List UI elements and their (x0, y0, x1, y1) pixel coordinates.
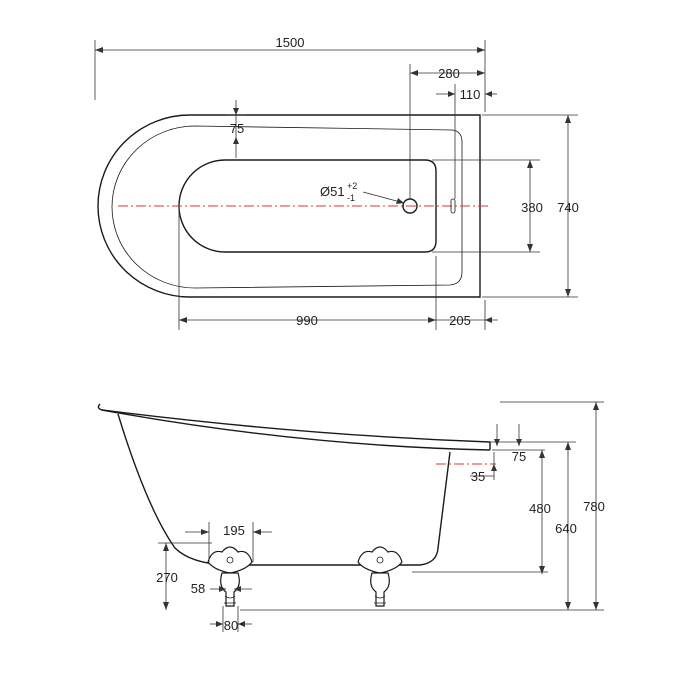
claw-foot-left (207, 546, 253, 607)
dim-depth: 480 (529, 501, 551, 516)
foot-left-top (207, 546, 253, 574)
dim-overflow-drop: 35 (471, 469, 485, 484)
claw-foot-right (357, 546, 403, 607)
dim-overall-length: 1500 (276, 35, 305, 50)
overflow-slot (450, 198, 456, 214)
dim-foot-base-offset: 58 (191, 581, 205, 596)
dim-inner-length: 990 (296, 313, 318, 328)
dim-rim-width: 75 (230, 121, 244, 136)
dim-foot-height: 270 (156, 570, 178, 585)
dim-waste-tol-plus: +2 (347, 181, 357, 191)
top-outer-outline (97, 114, 481, 298)
top-view (97, 114, 488, 298)
side-rim-bottom (101, 409, 491, 451)
dim-foot-spacing: 195 (223, 523, 245, 538)
side-view (97, 403, 496, 566)
foot-right-body (370, 572, 390, 607)
top-view-dimensions: 1500 280 110 75 Ø51 +2 -1 380 (94, 35, 579, 330)
dim-end-offset: 205 (449, 313, 471, 328)
dim-foot-width: 80 (224, 618, 238, 633)
side-view-dimensions: 75 35 480 640 780 195 (156, 401, 605, 633)
foot-left-body (220, 572, 240, 607)
dim-waste-offset: 280 (438, 66, 460, 81)
dim-inner-width: 380 (521, 200, 543, 215)
top-basin (178, 159, 437, 253)
foot-right-top (357, 546, 403, 574)
side-body (117, 413, 451, 566)
dim-overall-width: 740 (557, 200, 579, 215)
side-rim-top (97, 403, 491, 450)
dim-waste-tol-minus: -1 (347, 193, 355, 203)
dim-rim-offset: 110 (460, 87, 481, 102)
dim-rim-thickness: 75 (512, 449, 526, 464)
dim-waste-diameter: Ø51 (320, 184, 345, 199)
dim-inner-height: 640 (555, 521, 577, 536)
top-rim-line (111, 125, 463, 289)
dim-overall-height: 780 (583, 499, 605, 514)
